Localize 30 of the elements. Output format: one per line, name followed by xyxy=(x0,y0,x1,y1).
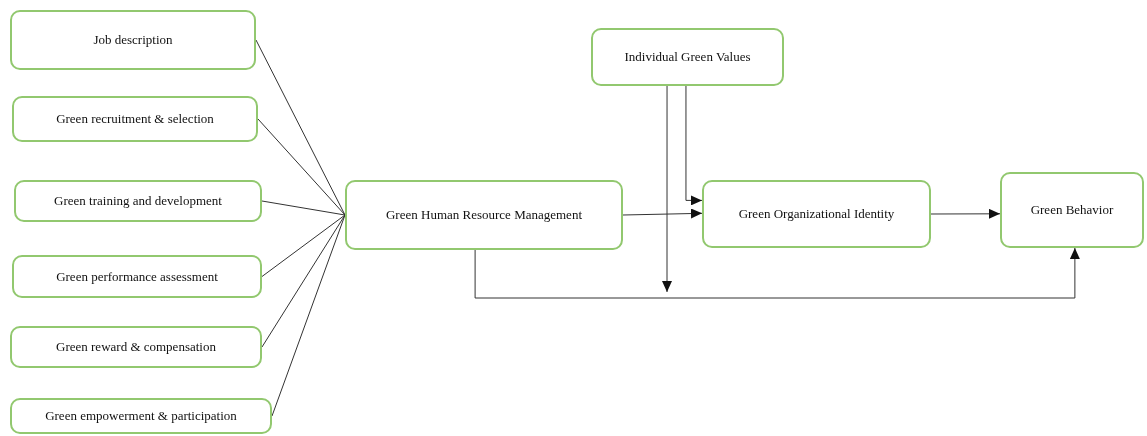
box-label: Individual Green Values xyxy=(624,49,751,65)
arrow xyxy=(930,208,1001,219)
rounded-box xyxy=(12,255,262,298)
arrow xyxy=(685,85,703,206)
box-label: Green recruitment & selection xyxy=(56,111,214,127)
rounded-box xyxy=(1000,172,1144,248)
rounded-box xyxy=(10,398,272,434)
arrow xyxy=(622,208,703,219)
arrow xyxy=(474,247,1080,299)
box-label: Green reward & compensation xyxy=(56,339,216,355)
rounded-box xyxy=(345,180,623,250)
rounded-box xyxy=(14,180,262,222)
rounded-box xyxy=(591,28,784,86)
box-label: Green training and development xyxy=(54,193,222,209)
box-label: Green Human Resource Management xyxy=(386,207,582,223)
connector-line xyxy=(271,214,346,417)
box-label: Job description xyxy=(93,32,173,48)
box-label: Green performance assessment xyxy=(56,268,218,285)
rounded-box xyxy=(10,326,262,368)
box-label: Green Behavior xyxy=(1030,202,1114,218)
rounded-box xyxy=(12,96,258,142)
connector-line xyxy=(261,214,346,348)
box-label: Green Organizational Identity xyxy=(738,206,895,222)
arrow xyxy=(662,85,672,293)
connector-line xyxy=(261,214,346,277)
rounded-box xyxy=(702,180,931,248)
connector-line xyxy=(257,118,346,216)
box-label: Green empowerment & participation xyxy=(45,408,237,424)
connector-line xyxy=(261,200,346,216)
rounded-box xyxy=(10,10,256,70)
